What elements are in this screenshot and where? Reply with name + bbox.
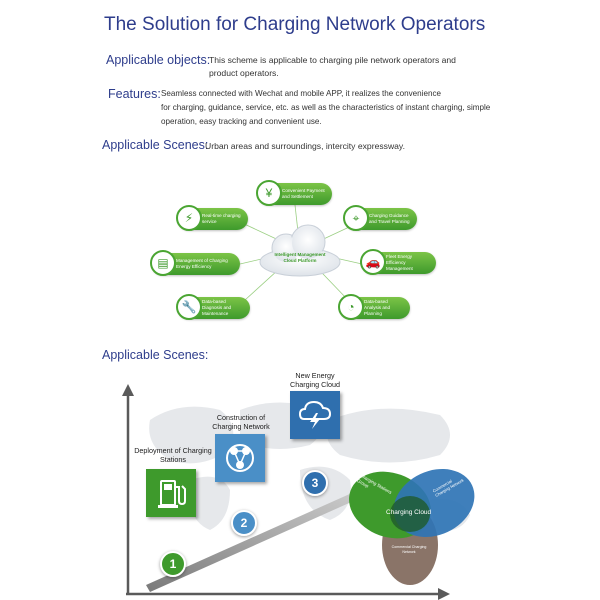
node-label: Data-based Analysis and Planning bbox=[364, 299, 391, 316]
cloud-shape bbox=[259, 224, 341, 277]
tile-stations bbox=[146, 469, 196, 517]
node-label: Charging Guidance and Travel Planning bbox=[369, 213, 410, 224]
network-icon bbox=[226, 444, 254, 472]
node-label: Real-time charging service bbox=[202, 213, 241, 224]
clipboard-icon: ▤ bbox=[150, 250, 176, 276]
tile-cloud bbox=[290, 391, 340, 439]
objects-line-1: This scheme is applicable to charging pi… bbox=[209, 55, 456, 65]
pie-chart-icon: ◔ bbox=[338, 294, 364, 320]
venn-brown-label: Commercial Charging Network bbox=[391, 545, 427, 554]
wrench-icon: 🔧 bbox=[176, 294, 202, 320]
scenes2-label: Applicable Scenes: bbox=[102, 348, 209, 362]
tile-network bbox=[215, 434, 265, 482]
tile-label-network: Construction of Charging Network bbox=[212, 413, 270, 431]
car-icon: 🚗 bbox=[360, 249, 386, 275]
node-analysis: ◔ Data-based Analysis and Planning bbox=[338, 294, 410, 320]
charger-icon: ⚡ bbox=[176, 205, 202, 231]
node-label: Fleet Energy Efficiency Management bbox=[386, 254, 413, 271]
cloud-platform-label: Intelligent Management Cloud Platform bbox=[274, 252, 326, 263]
node-label: Data-based Diagnosis and Maintenance bbox=[202, 299, 232, 316]
node-diagnosis: 🔧 Data-based Diagnosis and Maintenance bbox=[176, 294, 250, 320]
scenes-text: Urban areas and surroundings, intercity … bbox=[205, 141, 405, 151]
page-title: The Solution for Charging Network Operat… bbox=[104, 14, 486, 35]
features-line-3: operation, easy tracking and convenient … bbox=[161, 117, 322, 126]
venn-center-label: Charging Cloud bbox=[386, 509, 432, 516]
node-fleet: 🚗 Fleet Energy Efficiency Management bbox=[360, 249, 436, 275]
features-label: Features: bbox=[108, 87, 161, 101]
step-2-badge: 2 bbox=[231, 510, 257, 536]
venn-center bbox=[390, 496, 430, 532]
axes bbox=[122, 384, 450, 600]
node-energy-mgmt: ▤ Management of Charging Energy Efficien… bbox=[150, 250, 240, 276]
map-pin-icon: ⌖ bbox=[343, 205, 369, 231]
node-realtime: ⚡ Real-time charging service bbox=[176, 205, 248, 231]
objects-line-2: product operators. bbox=[209, 68, 279, 78]
growth-arrow bbox=[146, 474, 398, 592]
step-3-badge: 3 bbox=[302, 470, 328, 496]
node-label: Management of Charging Energy Efficiency bbox=[176, 258, 228, 269]
venn-diagram bbox=[349, 468, 475, 585]
yen-icon: ¥ bbox=[256, 180, 282, 206]
tile-label-stations: Deployment of Charging Stations bbox=[134, 446, 212, 464]
step-1-badge: 1 bbox=[160, 551, 186, 577]
scenes-label: Applicable Scenes: bbox=[102, 138, 209, 152]
node-payment: ¥ Convenient Payment and Settlement bbox=[256, 180, 332, 206]
features-line-2: for charging, guidance, service, etc. as… bbox=[161, 103, 491, 112]
tile-label-cloud: New Energy Charging Cloud bbox=[290, 371, 340, 389]
node-guidance: ⌖ Charging Guidance and Travel Planning bbox=[343, 205, 417, 231]
features-line-1: Seamless connected with Wechat and mobil… bbox=[161, 89, 441, 98]
objects-label: Applicable objects: bbox=[106, 53, 211, 67]
fuel-pump-icon bbox=[158, 480, 186, 508]
cloud-lightning-icon bbox=[298, 400, 332, 429]
node-label: Convenient Payment and Settlement bbox=[282, 188, 325, 199]
